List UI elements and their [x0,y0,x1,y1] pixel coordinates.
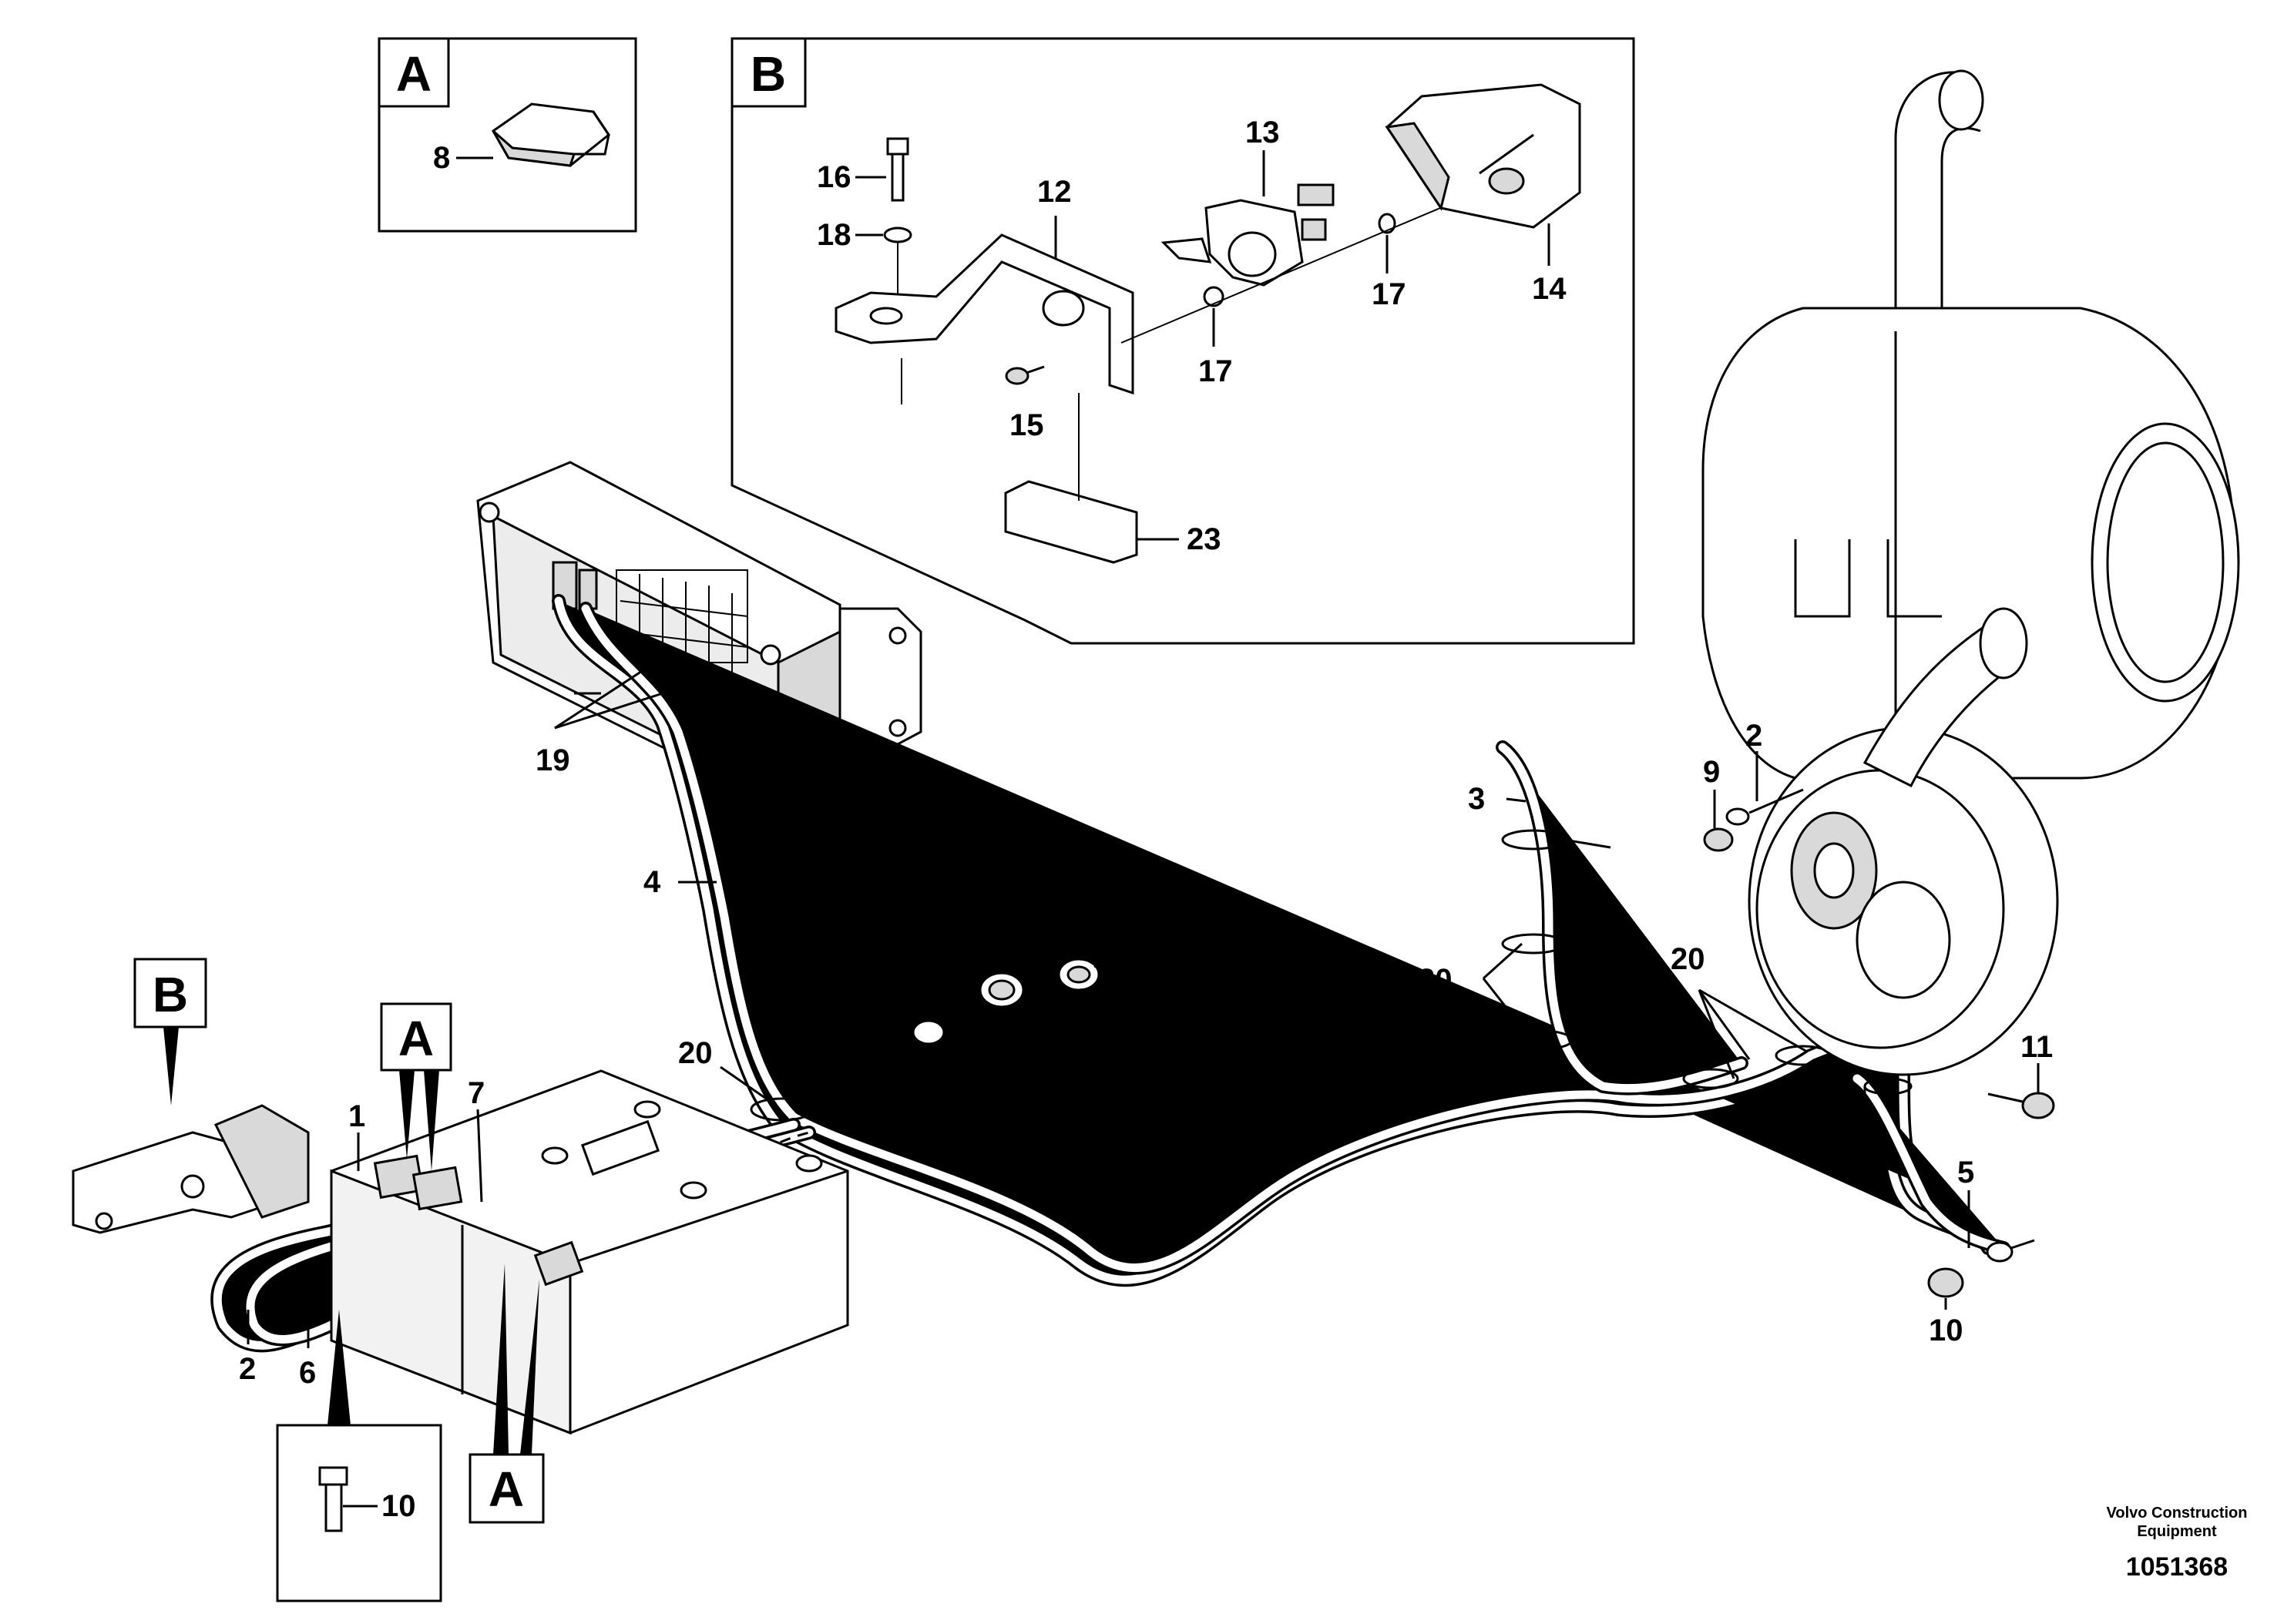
cable-ties-20 [750,829,1913,1122]
cable-lug-2 [1725,788,1804,826]
clamp-detail-box: 21 21 22 [770,860,1146,1081]
callout-leaders [247,661,2040,1348]
detail-b-label: B [751,46,786,102]
callout-20-d: 20 [1822,1117,1857,1151]
detail-a-reference-bottom: A [469,1263,545,1524]
callout-1: 1 [348,1099,365,1133]
callout-11: 11 [2020,1030,2053,1064]
callout-8: 8 [433,141,450,175]
bolt-10-right [1927,1267,1964,1298]
edge-protector-part [492,102,611,167]
callout-20-c: 20 [1671,942,1705,976]
detail-a-box: A 8 [378,37,637,233]
callout-16: 16 [817,160,851,194]
bracket-12 [835,233,1134,404]
detail-b-box: B 16 18 12 15 [731,37,1635,645]
clamp-21-b [1057,954,1118,992]
clamp-21-a [979,971,1025,1008]
credit-line-1: Volvo Construction [2107,1505,2248,1522]
flywheel-housing [1748,726,2059,1076]
callout-17-b: 17 [1372,277,1406,311]
callout-12: 12 [1037,175,1072,209]
callout-23: 23 [1187,522,1221,556]
callout-17-a: 17 [1198,354,1233,388]
bolt-11 [1987,1092,2055,1119]
battery-switch-bracket [72,1104,310,1234]
callout-14: 14 [1532,272,1567,306]
detail-a-ref-bottom-label: A [489,1461,524,1517]
detail-a-label: A [396,46,432,102]
cable-lug-5 [1986,1239,2035,1263]
callout-20-b: 20 [1418,963,1453,997]
callout-3-right: 3 [1468,782,1485,816]
callout-10-right: 10 [1929,1314,1963,1347]
callout-19-b: 19 [709,780,744,814]
callout-2-right: 2 [1745,719,1762,753]
nut-9 [1703,827,1734,852]
callout-7: 7 [468,1076,485,1110]
callout-5: 5 [1957,1156,1974,1189]
edge-trim-23 [1004,393,1138,564]
detail-a-ref-top-label: A [398,1011,434,1066]
callout-21-a: 21 [985,896,1019,930]
battery-disconnect-switch-13 [1160,183,1335,287]
callout-13: 13 [1245,116,1280,149]
callout-20-a: 20 [678,1036,713,1070]
screw-22 [912,1008,976,1045]
document-number: 1051368 [2126,1552,2228,1582]
callout-9: 9 [1703,755,1720,789]
callout-6: 6 [299,1356,316,1390]
detail-b-reference: B [133,958,207,1106]
callout-15: 15 [1009,408,1044,442]
callout-3-center: 3 [786,896,803,930]
detail-b-ref-label: B [153,967,188,1022]
switch-cover-14 [1385,83,1581,229]
callout-18: 18 [817,218,851,252]
screw-15 [1005,365,1045,385]
callout-21-b: 21 [1052,894,1087,928]
callout-10-inset: 10 [381,1489,416,1523]
detail-a-reference-top: A [380,1002,452,1171]
muffler-engine-assembly [1701,69,2240,1076]
bolt-10-inset: 10 [276,1310,442,1602]
batteries [330,1069,849,1435]
bolt-16 [886,137,909,202]
callout-22: 22 [917,948,952,981]
callout-2-left: 2 [239,1352,256,1386]
callout-4: 4 [643,865,661,899]
edge-protectors-a [373,1154,584,1287]
callout-19-a: 19 [536,743,570,777]
credit-line-2: Equipment [2137,1523,2217,1540]
washer-18 [883,226,912,243]
